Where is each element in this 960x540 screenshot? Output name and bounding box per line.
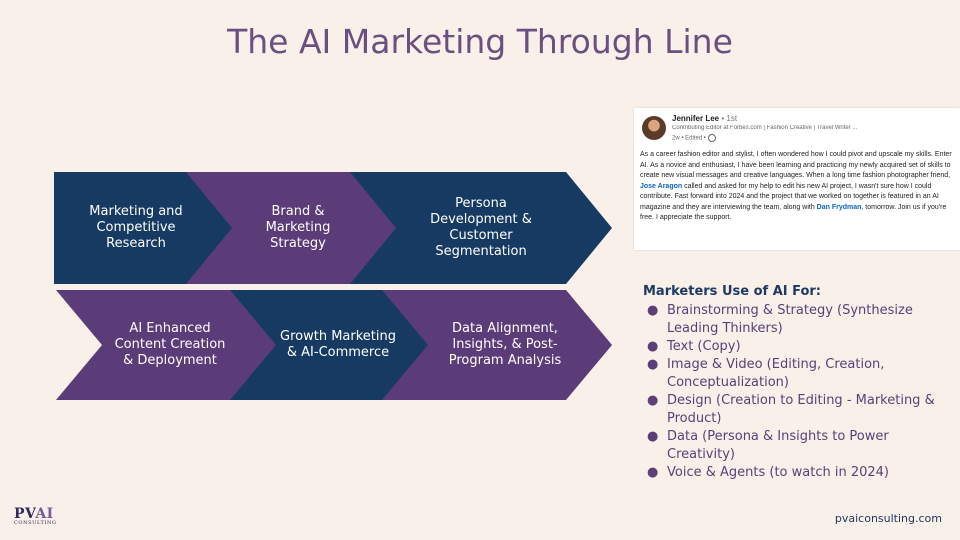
list-item-text: Image & Video (Editing, Creation, Concep… [667, 357, 885, 390]
bullet-icon: ● [647, 393, 659, 408]
post-body-part-3: , tomorrow. Join us if you're free. I ap… [640, 203, 947, 222]
process-row-2 [56, 290, 612, 400]
step-growth-marketing-label: Growth Marketing & AI-Commerce [280, 329, 396, 360]
bullet-icon: ● [647, 429, 659, 444]
list-item: ● Data (Persona & Insights to Power Creat… [643, 428, 943, 464]
post-author[interactable]: Jennifer Lee • 1st [672, 114, 737, 123]
list-item-text: Voice & Agents (to watch in 2024) [667, 465, 889, 480]
bullet-icon: ● [647, 357, 659, 372]
post-body-part-2: called and asked for my help to edit his… [640, 182, 939, 211]
step-persona-development-label: Persona Development & Customer Segmentat… [430, 196, 532, 259]
post-author-degree: • 1st [721, 114, 738, 123]
bullet-icon: ● [647, 465, 659, 480]
list-item: ● Image & Video (Editing, Creation, Conce… [643, 356, 943, 392]
step-ai-content-label: AI Enhanced Content Creation & Deploymen… [114, 321, 226, 368]
list-item: ● Voice & Agents (to watch in 2024) [643, 464, 943, 482]
post-meta-text: 2w • Edited • [672, 135, 706, 142]
step-brand-strategy-chevron [186, 172, 406, 284]
bullet-icon: ● [647, 303, 659, 318]
list-item-text: Design (Creation to Editing - Marketing … [667, 393, 935, 426]
logo-wordmark-part-1: PV [14, 506, 36, 522]
linkedin-post-card: Jennifer Lee • 1st Contributing Editor a… [634, 108, 960, 250]
step-data-alignment-chevron [382, 290, 612, 400]
step-persona-development-chevron [350, 172, 612, 284]
step-growth-marketing-chevron [230, 290, 440, 400]
post-author-name[interactable]: Jennifer Lee [672, 114, 720, 123]
post-body: As a career fashion editor and stylist, … [640, 150, 958, 224]
uses-list: ● Brainstorming & Strategy (Synthesize Le… [643, 302, 943, 482]
bullet-icon: ● [647, 339, 659, 354]
list-item-text: Text (Copy) [667, 339, 741, 354]
step-data-alignment-label: Data Alignment, Insights, & Post-Program… [448, 321, 562, 368]
step-marketing-research-label: Marketing and Competitive Research [89, 204, 183, 251]
footer-url[interactable]: pvaiconsulting.com [834, 512, 942, 525]
list-item: ● Brainstorming & Strategy (Synthesize Le… [643, 302, 943, 338]
slide-title: The AI Marketing Through Line [227, 22, 733, 61]
mention-dan-frydman[interactable]: Dan Frydman [816, 203, 862, 211]
globe-icon [707, 134, 716, 142]
logo-wordmark: PVAI [14, 506, 57, 522]
post-body-part-1: As a career fashion editor and stylist, … [640, 151, 952, 179]
list-item: ● Design (Creation to Editing - Marketing… [643, 392, 943, 428]
avatar [642, 116, 666, 140]
logo-subtitle: CONSULTING [14, 520, 57, 526]
list-item: ● Text (Copy) [643, 338, 943, 356]
logo-wordmark-part-2: AI [35, 506, 54, 522]
step-brand-strategy-label: Brand & Marketing Strategy [265, 204, 331, 251]
post-meta: 2w • Edited • [672, 134, 716, 142]
uses-heading: Marketers Use of AI For: [643, 284, 822, 299]
list-item-text: Brainstorming & Strategy (Synthesize Lea… [667, 303, 913, 336]
step-ai-content-chevron [56, 290, 288, 400]
post-headline: Contributing Editor at Forbes.com | Fash… [672, 125, 858, 131]
list-item-text: Data (Persona & Insights to Power Creati… [667, 429, 889, 462]
company-logo: PVAI CONSULTING [14, 506, 57, 526]
mention-jose-aragon[interactable]: Jose Aragon [640, 182, 683, 190]
process-row-1 [54, 172, 612, 284]
step-marketing-research-chevron [54, 172, 246, 284]
